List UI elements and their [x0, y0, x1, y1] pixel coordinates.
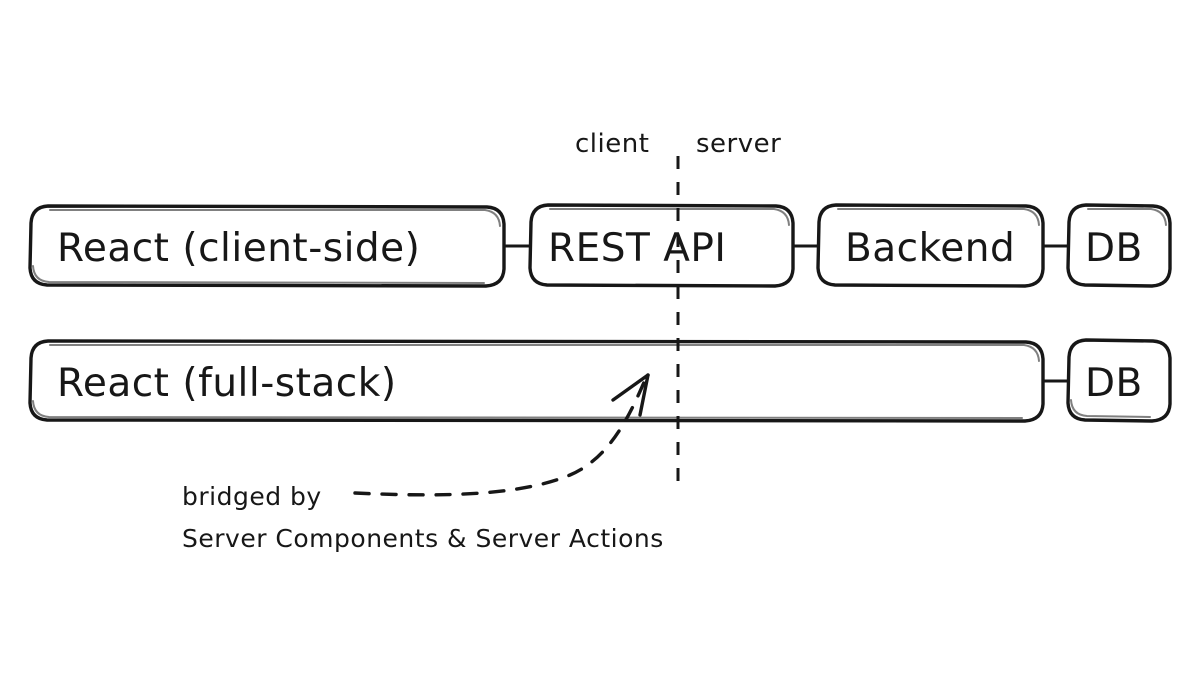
label-server: server — [696, 129, 781, 159]
label-backend: Backend — [845, 226, 1015, 271]
node-db-bottom[interactable] — [1066, 338, 1172, 423]
arrowhead-barb-down — [638, 373, 650, 417]
node-backend[interactable] — [816, 203, 1045, 288]
annotation-line-1: bridged by — [182, 482, 322, 511]
node-db-top[interactable] — [1066, 203, 1172, 288]
label-db-top: DB — [1085, 226, 1143, 271]
label-client: client — [575, 129, 649, 159]
annotation-line-2: Server Components & Server Actions — [182, 524, 664, 553]
label-db-bottom: DB — [1085, 361, 1143, 406]
node-rest-api[interactable] — [528, 203, 795, 288]
label-react-client-side: React (client-side) — [57, 226, 420, 271]
node-react-client-side[interactable] — [28, 204, 506, 288]
bridge-dashed-curve — [353, 378, 647, 497]
label-rest-api: REST API — [548, 226, 726, 271]
label-react-full-stack: React (full-stack) — [57, 361, 397, 406]
arrowhead-barb-left — [611, 373, 650, 402]
node-react-full-stack[interactable] — [28, 339, 1045, 423]
